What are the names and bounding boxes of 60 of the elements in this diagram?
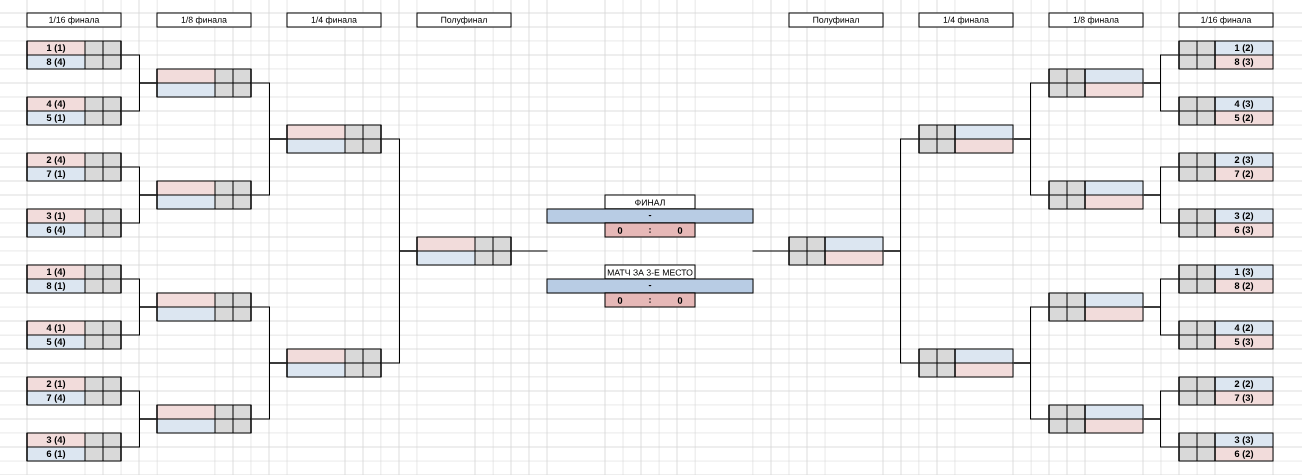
match-box: 2 (2) 7 (3) [1178,376,1274,406]
team-bar: - [546,278,754,294]
bracket-line [752,250,789,252]
match-box: 4 (1) 5 (4) [26,320,122,350]
match-box [416,236,512,266]
match-box [1048,68,1144,98]
match-box: 2 (1) 7 (4) [26,376,122,406]
bracket-line [511,250,548,252]
bracket-line [1143,82,1179,112]
match-box: 2 (4) 7 (1) [26,152,122,182]
bracket-line [1013,362,1049,420]
bracket-line [121,306,157,336]
match-box [286,348,382,378]
match-box: 1 (3) 8 (2) [1178,264,1274,294]
match-box [1048,292,1144,322]
match-box: 1 (1) 8 (4) [26,40,122,70]
bracket-line [121,82,157,112]
match-box: 4 (3) 5 (2) [1178,96,1274,126]
bracket-line [121,194,157,224]
match-box [1048,180,1144,210]
bracket-line [1013,138,1049,196]
match-box: 3 (1) 6 (4) [26,208,122,238]
match-box [1048,404,1144,434]
title-box: МАТЧ ЗА 3-Е МЕСТО [604,264,696,280]
match-box: 3 (2) 6 (3) [1178,208,1274,238]
score-bar: 0 : 0 [604,222,696,238]
match-box [156,404,252,434]
match-box [788,236,884,266]
match-box [286,124,382,154]
bracket-line [121,418,157,448]
match-box: 4 (4) 5 (1) [26,96,122,126]
bracket-line [1143,306,1179,336]
match-box [156,180,252,210]
round-header: Полуфинал [788,12,884,28]
bracket-line [251,362,287,420]
round-header: 1/16 финала [1178,12,1274,28]
title-box: ФИНАЛ [604,194,696,210]
team-bar: - [546,208,754,224]
round-header: 1/4 финала [918,12,1014,28]
match-box [156,292,252,322]
match-box: 1 (2) 8 (3) [1178,40,1274,70]
match-box [918,124,1014,154]
match-box [918,348,1014,378]
round-header: Полуфинал [416,12,512,28]
round-header: 1/8 финала [1048,12,1144,28]
match-box [156,68,252,98]
bracket-line [1143,194,1179,224]
match-box: 4 (2) 5 (3) [1178,320,1274,350]
round-header: 1/16 финала [26,12,122,28]
bracket-line [883,250,919,364]
match-box: 2 (3) 7 (2) [1178,152,1274,182]
score-bar: 0 : 0 [604,292,696,308]
round-header: 1/4 финала [286,12,382,28]
bracket-line [1143,418,1179,448]
match-box: 3 (4) 6 (1) [26,432,122,462]
bracket-line [251,138,287,196]
round-header: 1/8 финала [156,12,252,28]
bracket-line [381,250,417,364]
match-box: 1 (4) 8 (1) [26,264,122,294]
match-box: 3 (3) 6 (2) [1178,432,1274,462]
